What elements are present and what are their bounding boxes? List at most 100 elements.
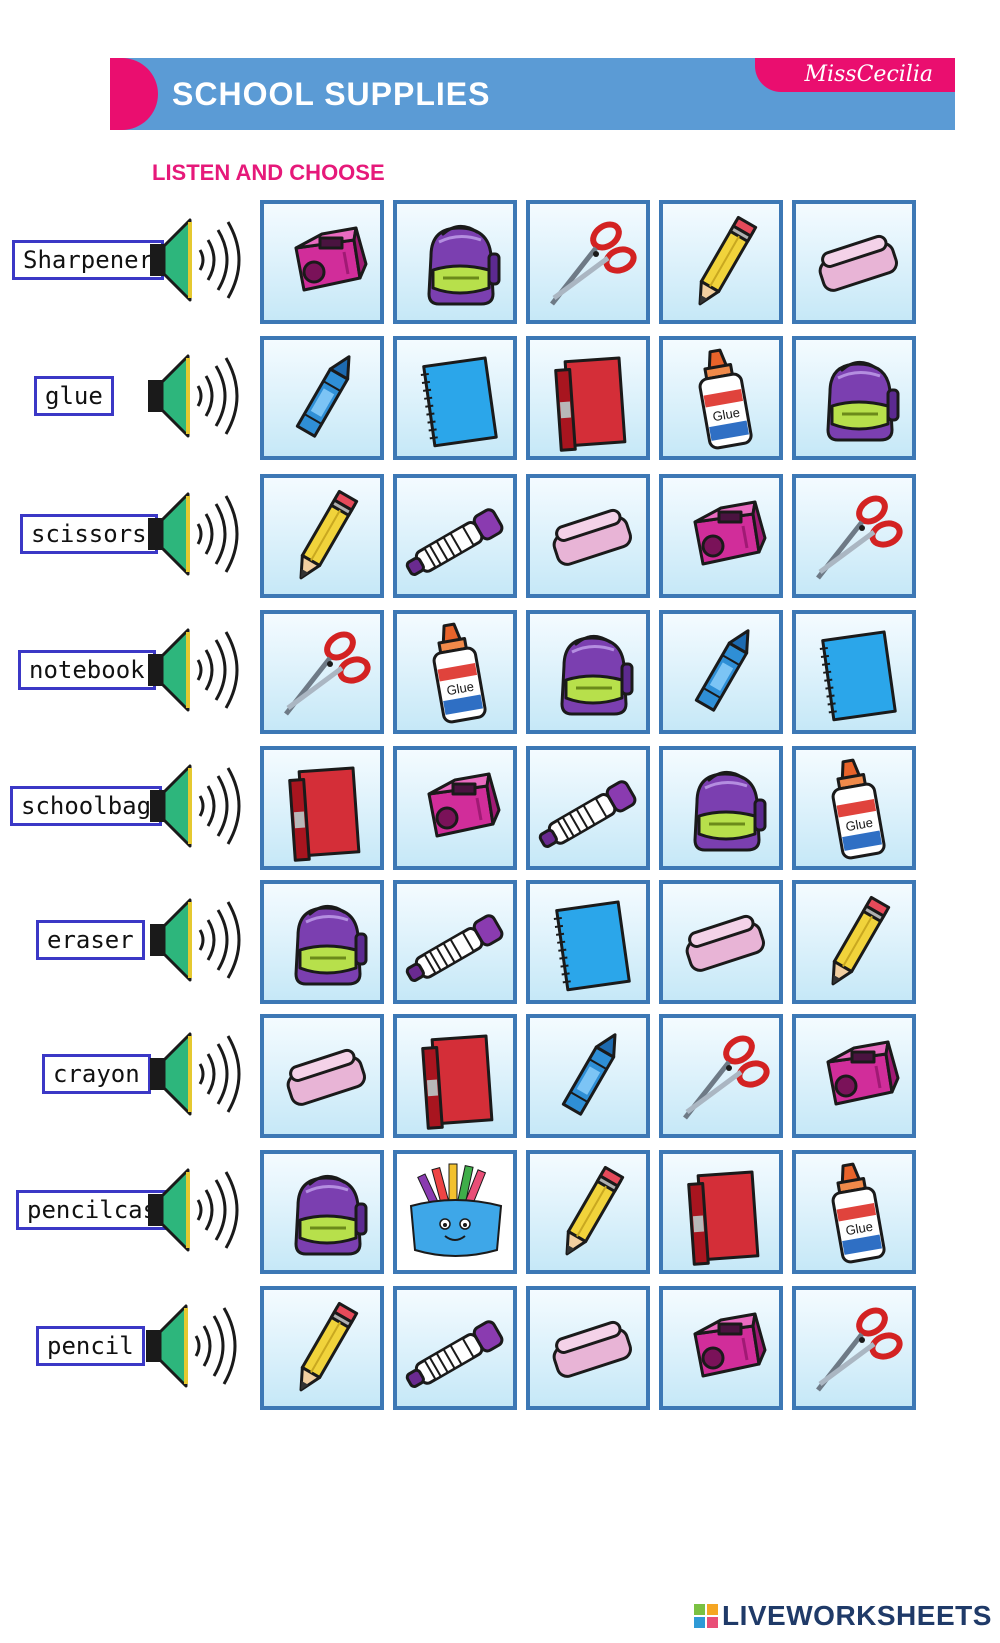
schoolbag-icon bbox=[560, 635, 634, 716]
speaker-icon[interactable] bbox=[144, 1160, 244, 1260]
choice-tile[interactable] bbox=[393, 1150, 517, 1274]
choice-tile[interactable] bbox=[659, 1150, 783, 1274]
choice-tile[interactable] bbox=[393, 1286, 517, 1410]
choice-tile[interactable] bbox=[792, 474, 916, 598]
title-banner: SCHOOL SUPPLIES MissCecilia bbox=[110, 58, 955, 130]
word-label: eraser bbox=[36, 920, 145, 960]
choice-tile[interactable] bbox=[526, 1014, 650, 1138]
choice-tile[interactable] bbox=[659, 610, 783, 734]
exercise-row: notebook Glue bbox=[0, 606, 1000, 734]
scissors-icon bbox=[816, 1307, 903, 1392]
speaker-icon[interactable] bbox=[144, 346, 244, 446]
footer-brand-text: LIVEWORKSHEETS bbox=[722, 1600, 992, 1631]
pencil-icon bbox=[299, 1301, 359, 1392]
choice-tile[interactable] bbox=[526, 1150, 650, 1274]
choice-tile[interactable] bbox=[792, 880, 916, 1004]
schoolbag-icon bbox=[294, 1175, 368, 1256]
schoolbag-icon bbox=[826, 361, 900, 442]
folder-icon bbox=[288, 766, 361, 862]
choice-tile[interactable] bbox=[659, 746, 783, 870]
svg-text:Glue: Glue bbox=[711, 405, 741, 425]
glue-icon: Glue bbox=[831, 1162, 886, 1264]
pencilcase-icon bbox=[397, 1154, 513, 1270]
choice-tile[interactable] bbox=[393, 336, 517, 460]
exercise-row: Sharpener bbox=[0, 196, 1000, 324]
choice-tile[interactable] bbox=[393, 880, 517, 1004]
exercise-row: crayon bbox=[0, 1010, 1000, 1138]
marker-icon bbox=[405, 508, 504, 576]
crayon-icon bbox=[561, 1033, 617, 1116]
pencil-icon bbox=[698, 215, 758, 306]
choice-tile[interactable]: Glue bbox=[792, 1150, 916, 1274]
choice-tile[interactable] bbox=[393, 1014, 517, 1138]
notebook-icon bbox=[420, 356, 498, 448]
pencil-icon bbox=[831, 895, 891, 986]
choice-tile[interactable] bbox=[659, 880, 783, 1004]
crayon-icon bbox=[295, 355, 351, 438]
choice-tile[interactable] bbox=[393, 474, 517, 598]
choice-tile[interactable] bbox=[792, 200, 916, 324]
choice-tile[interactable] bbox=[792, 336, 916, 460]
folder-icon bbox=[554, 356, 627, 452]
choice-tile[interactable] bbox=[260, 200, 384, 324]
word-label: Sharpener bbox=[12, 240, 165, 280]
banner-accent bbox=[110, 58, 158, 130]
word-label: notebook bbox=[18, 650, 156, 690]
choice-tile[interactable] bbox=[260, 746, 384, 870]
page-title: SCHOOL SUPPLIES bbox=[172, 76, 491, 112]
schoolbag-icon bbox=[294, 905, 368, 986]
choice-tile[interactable] bbox=[393, 200, 517, 324]
schoolbag-icon bbox=[693, 771, 767, 852]
speaker-icon[interactable] bbox=[146, 890, 246, 990]
speaker-icon[interactable] bbox=[142, 1296, 242, 1396]
word-label: scissors bbox=[20, 514, 158, 554]
svg-text:Glue: Glue bbox=[844, 1219, 874, 1239]
choice-tile[interactable]: Glue bbox=[792, 746, 916, 870]
choice-tile[interactable] bbox=[792, 610, 916, 734]
choice-tile[interactable] bbox=[526, 336, 650, 460]
eraser-icon bbox=[685, 914, 765, 972]
choice-tile[interactable] bbox=[659, 200, 783, 324]
speaker-icon[interactable] bbox=[144, 484, 244, 584]
choice-tile[interactable] bbox=[659, 1286, 783, 1410]
choice-tile[interactable] bbox=[526, 1286, 650, 1410]
pencil-icon bbox=[299, 489, 359, 580]
word-label: schoolbag bbox=[10, 786, 163, 826]
notebook-icon bbox=[553, 900, 631, 992]
speaker-icon[interactable] bbox=[146, 1024, 246, 1124]
choice-tile[interactable] bbox=[260, 336, 384, 460]
choice-tile[interactable] bbox=[792, 1286, 916, 1410]
choice-tile[interactable]: Glue bbox=[393, 610, 517, 734]
choice-tile[interactable] bbox=[260, 1150, 384, 1274]
choice-tile[interactable] bbox=[526, 880, 650, 1004]
word-label: pencil bbox=[36, 1326, 145, 1366]
eraser-icon bbox=[552, 1320, 632, 1378]
choice-tile[interactable] bbox=[659, 474, 783, 598]
speaker-icon[interactable] bbox=[144, 620, 244, 720]
speaker-icon[interactable] bbox=[146, 210, 246, 310]
choice-tile[interactable] bbox=[260, 1286, 384, 1410]
speaker-icon[interactable] bbox=[146, 756, 246, 856]
choice-tile[interactable] bbox=[659, 1014, 783, 1138]
pencil-icon bbox=[565, 1165, 625, 1256]
svg-text:Glue: Glue bbox=[445, 679, 475, 699]
choice-tile[interactable] bbox=[526, 746, 650, 870]
choice-tile[interactable] bbox=[260, 880, 384, 1004]
eraser-icon bbox=[552, 508, 632, 566]
choice-tile[interactable] bbox=[260, 1014, 384, 1138]
choice-tile[interactable] bbox=[526, 200, 650, 324]
exercise-row: scissors bbox=[0, 470, 1000, 598]
choice-tile[interactable] bbox=[260, 610, 384, 734]
choice-tile[interactable] bbox=[792, 1014, 916, 1138]
choice-tile[interactable]: Glue bbox=[659, 336, 783, 460]
choice-tile[interactable] bbox=[393, 746, 517, 870]
sharpener-icon bbox=[693, 1312, 767, 1378]
choice-tile[interactable] bbox=[526, 610, 650, 734]
choice-tile[interactable] bbox=[526, 474, 650, 598]
schoolbag-icon bbox=[427, 225, 501, 306]
exercise-row: eraser bbox=[0, 876, 1000, 1004]
scissors-icon bbox=[816, 495, 903, 580]
choice-tile[interactable] bbox=[260, 474, 384, 598]
folder-icon bbox=[421, 1034, 494, 1130]
sharpener-icon bbox=[826, 1040, 900, 1106]
